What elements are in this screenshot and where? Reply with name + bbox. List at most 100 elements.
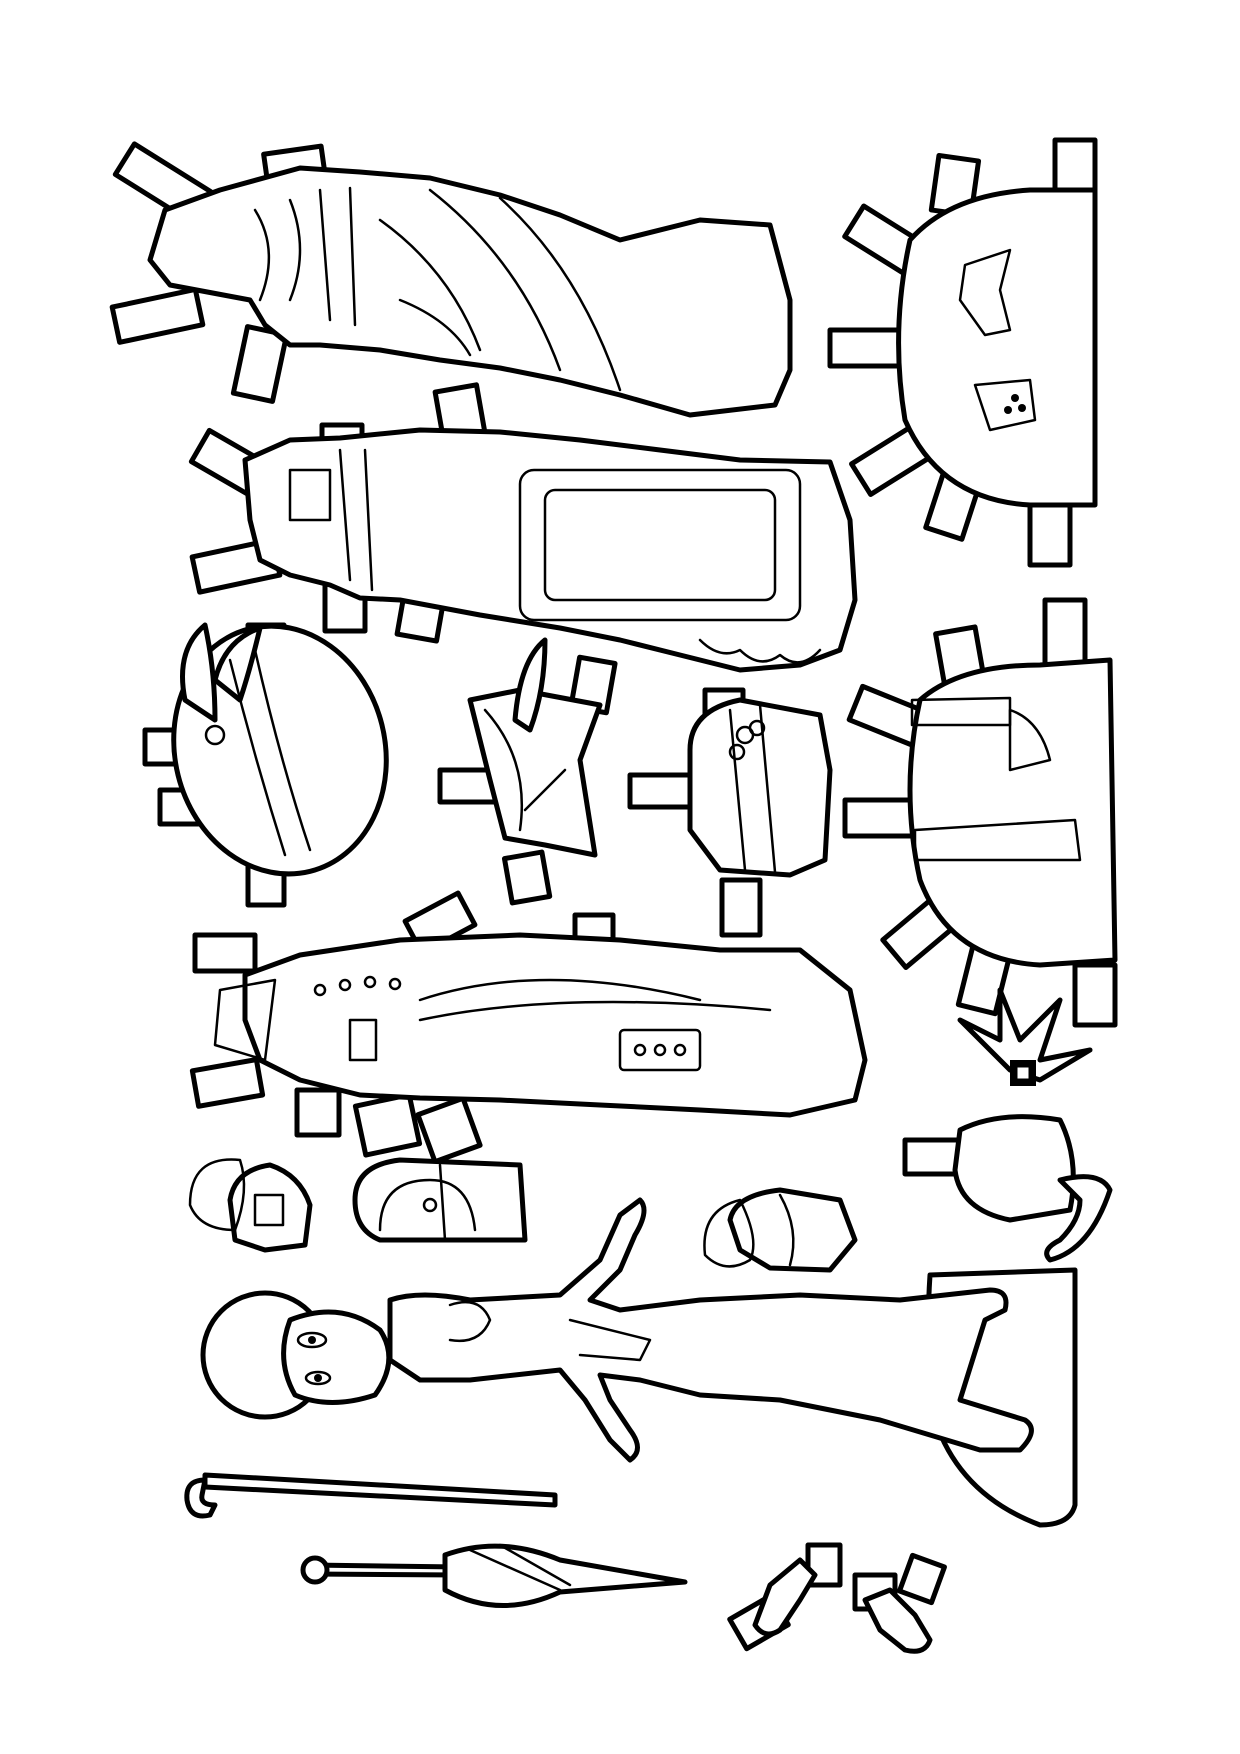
sash [363, 448, 374, 592]
toque-shape [687, 697, 833, 878]
button [673, 1043, 687, 1057]
clasp-panel [253, 1193, 285, 1227]
petticoat-with-slippers [827, 137, 1098, 568]
band [728, 708, 747, 872]
doll-pupil [308, 1336, 316, 1344]
doll-eye [304, 1370, 332, 1386]
ruffle-hem [698, 638, 822, 664]
sash [348, 186, 357, 327]
sash [318, 188, 332, 322]
doll-figure [387, 1197, 1034, 1463]
sleeve-ruffle [288, 198, 302, 302]
doll-eye [296, 1331, 328, 1349]
hat-palm-plume-with-ribbon [902, 987, 1113, 1263]
button [338, 978, 352, 992]
parasol-rib [468, 1548, 562, 1592]
pocket-flap [618, 1028, 702, 1072]
tab [627, 772, 693, 810]
hat-quill-bonnet [437, 637, 618, 906]
doll-pupil [314, 1374, 322, 1382]
sash [338, 448, 352, 582]
tab [1027, 502, 1073, 568]
glove-left [727, 1542, 843, 1652]
hat-crown [952, 1114, 1076, 1223]
tab [1042, 597, 1088, 673]
tab [189, 1057, 266, 1109]
button [388, 977, 402, 991]
beaded-handle [188, 1158, 246, 1232]
petticoat-shape [907, 657, 1118, 968]
dress-buttoned-tunic [189, 890, 868, 1165]
bonnet-fold [483, 708, 524, 832]
hat-band [253, 648, 312, 852]
tab [827, 327, 905, 369]
lace-bodice [288, 468, 332, 522]
camisole-bust [448, 1300, 492, 1343]
collar-ruff [213, 978, 277, 1062]
bag-body [227, 1162, 313, 1253]
clasp [422, 1197, 438, 1213]
button [313, 983, 327, 997]
button [653, 1043, 667, 1057]
belt-buckle [348, 1018, 378, 1062]
parasol-stick [307, 1562, 463, 1578]
tab [352, 1092, 423, 1158]
sleeve-ruffle [253, 208, 271, 302]
ribbon-tail [1044, 1174, 1113, 1263]
tab [897, 1552, 947, 1606]
handbag-frame-purse [352, 1157, 528, 1243]
hat-large-feathered [142, 622, 389, 908]
button [363, 975, 377, 989]
feather [180, 622, 218, 723]
glove-shape [752, 1557, 818, 1637]
drape-line [398, 298, 472, 357]
pin [523, 768, 567, 812]
dress-silhouette [242, 932, 868, 1118]
hat-flower-toque [627, 687, 833, 938]
frame-handle [378, 1178, 477, 1232]
cane-shaft [202, 1472, 558, 1508]
apron-panel [518, 468, 802, 622]
handbag-beaded [188, 1158, 313, 1253]
tab [1072, 962, 1118, 1028]
glove-right [852, 1552, 947, 1654]
overskirt-edge [418, 1000, 772, 1022]
parasol-handle-bird [300, 1555, 330, 1585]
flower-ornament [748, 719, 766, 737]
dress-bustle-with-sash [109, 141, 793, 418]
parasol-canopy [442, 1543, 688, 1608]
quill-feather [512, 637, 548, 733]
flower-ornament [204, 724, 226, 746]
buckle-inner [1012, 1062, 1034, 1084]
dress-silhouette [242, 427, 858, 673]
overskirt-edge [428, 188, 562, 372]
lace-boot [913, 818, 1082, 862]
flower-ornament [728, 743, 746, 761]
slipper-bead [1018, 404, 1026, 412]
feather [212, 625, 263, 703]
slipper [958, 248, 1012, 337]
bag-body [352, 1157, 528, 1243]
boot-toe [1008, 708, 1052, 772]
parasol-rib [498, 1543, 572, 1587]
drape-line [378, 218, 482, 352]
handle-loop [703, 1198, 755, 1268]
cane-crook [184, 1477, 218, 1519]
glove-shape [862, 1587, 933, 1654]
frame-seam [438, 1163, 447, 1242]
slipper-bead [1011, 394, 1019, 402]
tab [842, 797, 918, 839]
tab [109, 286, 206, 345]
overskirt-edge [498, 196, 622, 392]
bloomers-band [568, 1318, 652, 1362]
apron-border [543, 488, 777, 602]
dress-apron-front [188, 382, 858, 673]
slipper-bead [1004, 406, 1012, 414]
tab [719, 877, 763, 938]
palm-plume [957, 987, 1093, 1083]
petticoat-with-lace-boots [842, 597, 1118, 1028]
tab [230, 324, 290, 404]
tab [192, 932, 258, 974]
